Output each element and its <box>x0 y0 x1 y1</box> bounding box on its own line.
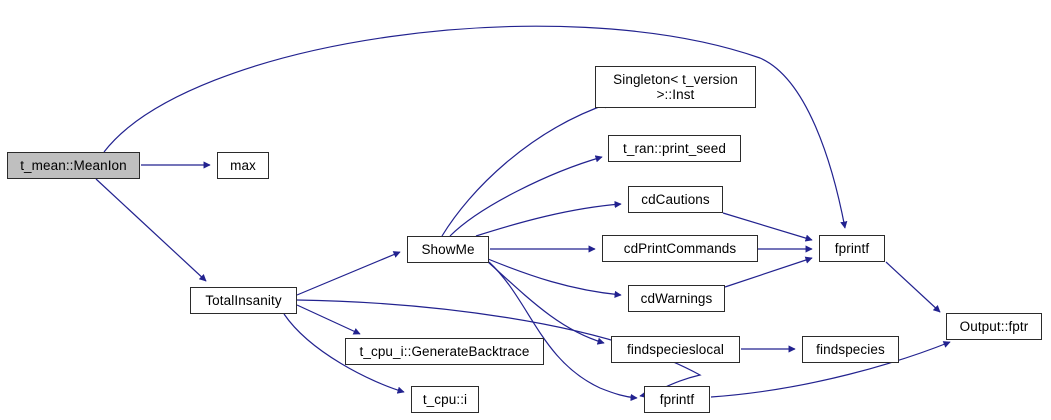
edge-cdwarnings-to-fprintf-top <box>724 256 813 288</box>
graph-node-label-cdwarnings: cdWarnings <box>640 290 713 306</box>
graph-node-max[interactable]: max <box>217 152 269 179</box>
edge-totalinsanity-to-showme <box>296 251 401 296</box>
graph-node-label-backtrace: t_cpu_i::GenerateBacktrace <box>359 343 530 359</box>
graph-node-label-tcpui: t_cpu::i <box>422 391 468 407</box>
edge-totalinsanity-to-backtrace <box>296 304 361 335</box>
graph-node-label-totalinsanity: TotalInsanity <box>205 292 282 308</box>
graph-node-findspecies[interactable]: findspecies <box>802 336 899 363</box>
graph-node-tcpui[interactable]: t_cpu::i <box>411 386 479 413</box>
graph-node-showme[interactable]: ShowMe <box>407 236 489 263</box>
graph-node-label-cdcautions: cdCautions <box>641 191 710 207</box>
graph-node-label-findspecieslocal: findspecieslocal <box>627 341 724 357</box>
edge-showme-to-cdwarnings <box>487 258 622 298</box>
graph-node-fprintf_bot[interactable]: fprintf <box>644 386 710 413</box>
edge-showme-to-cdcautions <box>475 200 622 237</box>
graph-node-cdcautions[interactable]: cdCautions <box>628 186 723 213</box>
edge-showme-to-singleton <box>441 101 611 237</box>
graph-node-totalinsanity[interactable]: TotalInsanity <box>190 287 297 314</box>
graph-node-meanion[interactable]: t_mean::MeanIon <box>7 152 140 179</box>
graph-node-label-meanion: t_mean::MeanIon <box>20 157 127 173</box>
graph-node-label-outputfptr: Output::fptr <box>959 318 1029 334</box>
graph-node-label-findspecies: findspecies <box>816 341 885 357</box>
graph-node-label-fprintf_bot: fprintf <box>659 391 695 407</box>
edge-meanion-to-totalinsanity <box>95 178 207 282</box>
graph-node-findspecieslocal[interactable]: findspecieslocal <box>611 336 740 363</box>
graph-node-cdwarnings[interactable]: cdWarnings <box>628 285 725 312</box>
graph-node-singleton[interactable]: Singleton< t_version >::Inst <box>595 66 756 108</box>
graph-node-label-showme: ShowMe <box>421 241 475 257</box>
graph-node-outputfptr[interactable]: Output::fptr <box>946 313 1042 340</box>
edge-showme-to-printseed <box>449 155 603 237</box>
edge-showme-to-fprintf-bot <box>488 261 638 402</box>
graph-node-label-cdprintcmds: cdPrintCommands <box>623 240 737 256</box>
graph-node-label-printseed: t_ran::print_seed <box>622 140 727 156</box>
graph-node-printseed[interactable]: t_ran::print_seed <box>608 135 741 162</box>
graph-node-backtrace[interactable]: t_cpu_i::GenerateBacktrace <box>345 338 544 365</box>
edge-meanion-to-fprintf-top <box>103 25 848 229</box>
graph-node-label-singleton: Singleton< t_version >::Inst <box>613 71 738 102</box>
edge-showme-to-findspecieslocal <box>486 260 605 345</box>
graph-node-label-fprintf_top: fprintf <box>834 240 870 256</box>
graph-node-label-max: max <box>230 157 256 173</box>
edge-fprintf-top-to-outputfptr <box>885 261 941 313</box>
graph-node-cdprintcmds[interactable]: cdPrintCommands <box>602 235 758 262</box>
graph-node-fprintf_top[interactable]: fprintf <box>819 235 885 262</box>
